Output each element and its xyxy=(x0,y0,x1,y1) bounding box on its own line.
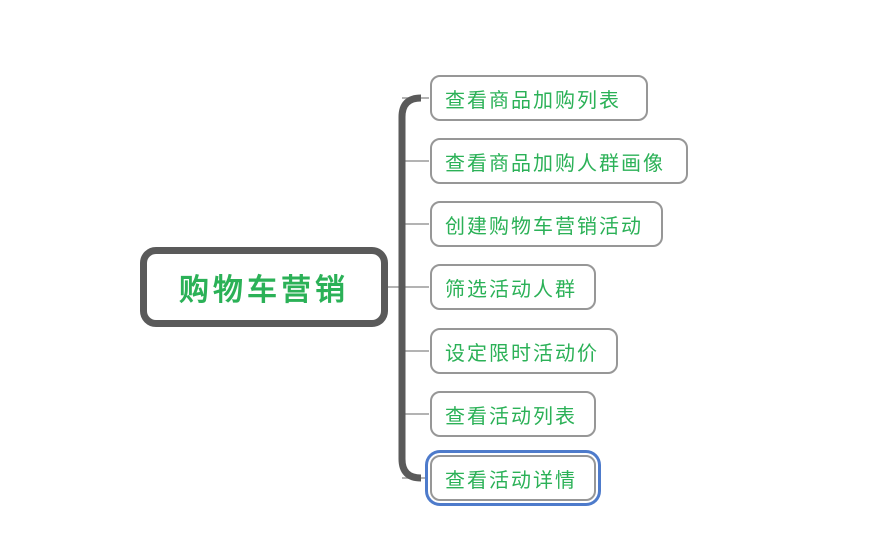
topic-node-view-campaign-list[interactable]: 查看活动列表 xyxy=(430,391,596,437)
topic-node-filter-campaign-audience[interactable]: 筛选活动人群 xyxy=(430,264,596,310)
topic-label: 查看活动详情 xyxy=(445,469,577,492)
topic-node-set-limited-time-price[interactable]: 设定限时活动价 xyxy=(430,328,618,374)
root-topic-node[interactable]: 购物车营销 xyxy=(140,247,388,327)
topic-label: 查看活动列表 xyxy=(445,405,577,428)
branch-spine xyxy=(398,94,422,482)
topic-node-view-add-to-cart-audience[interactable]: 查看商品加购人群画像 xyxy=(430,138,688,184)
topic-label: 查看商品加购列表 xyxy=(445,89,621,112)
topic-label: 创建购物车营销活动 xyxy=(445,215,643,238)
topic-label: 设定限时活动价 xyxy=(445,342,599,365)
topic-label: 筛选活动人群 xyxy=(445,278,577,301)
root-topic-label: 购物车营销 xyxy=(179,274,349,307)
topic-node-view-add-to-cart-list[interactable]: 查看商品加购列表 xyxy=(430,75,648,121)
topic-label: 查看商品加购人群画像 xyxy=(445,152,665,175)
topic-node-create-cart-campaign[interactable]: 创建购物车营销活动 xyxy=(430,201,663,247)
topic-node-view-campaign-details[interactable]: 查看活动详情 xyxy=(430,455,596,501)
